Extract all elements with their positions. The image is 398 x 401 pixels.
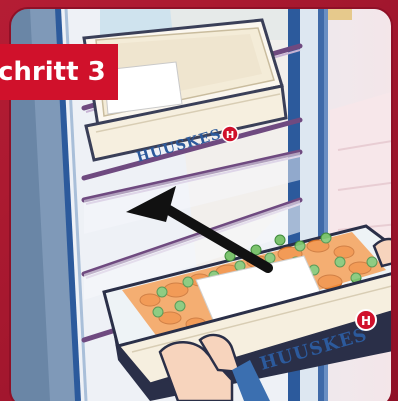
- upper-tray-logo: H: [222, 126, 238, 142]
- upper-tray-logo-letter: H: [226, 130, 234, 141]
- step-label: chritt 3: [0, 44, 106, 100]
- lower-tray-logo-letter: H: [361, 314, 371, 328]
- step-badge: chritt 3: [0, 44, 118, 100]
- lower-tray-logo: H: [356, 310, 376, 330]
